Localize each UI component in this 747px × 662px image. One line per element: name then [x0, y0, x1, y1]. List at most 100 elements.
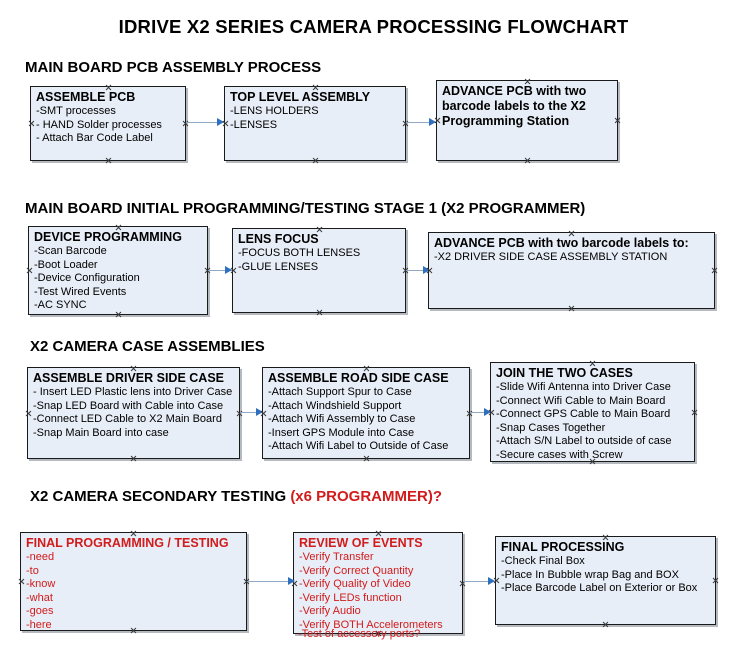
node-line: -FOCUS BOTH LENSES	[238, 247, 361, 259]
node-heading: JOIN THE TWO CASES	[496, 366, 633, 380]
connector-handle-top[interactable]	[568, 230, 575, 237]
section-title-x2-camera-case-assemblies: X2 CAMERA CASE ASSEMBLIES	[30, 338, 265, 355]
node-line: - Insert LED Plastic lens into Driver Ca…	[33, 386, 233, 398]
node-line: -Verify LEDs function	[299, 591, 402, 604]
connector-handle-bottom[interactable]	[115, 311, 122, 318]
node-line: -Place Barcode Label on Exterior or Box	[501, 582, 698, 594]
node-top-level-assembly[interactable]: TOP LEVEL ASSEMBLY -LENS HOLDERS -LENSES	[224, 86, 406, 161]
connector-final-programming-to-review-of-events[interactable]	[247, 581, 295, 582]
connector-handle-top[interactable]	[375, 530, 382, 537]
arrowhead-icon	[429, 118, 436, 126]
node-heading: DEVICE PROGRAMMING	[34, 230, 182, 244]
section-title-main-board-initial-programming-testing-stage-1: MAIN BOARD INITIAL PROGRAMMING/TESTING S…	[25, 200, 585, 217]
node-assemble-road-side-case[interactable]: ASSEMBLE ROAD SIDE CASE -Attach Support …	[262, 367, 470, 459]
connector-driver-side-to-road-side[interactable]	[240, 412, 262, 413]
connector-handle-top[interactable]	[130, 365, 137, 372]
connector-lens-focus-to-advance-pcb[interactable]	[406, 270, 430, 271]
connector-review-of-events-to-final-processing[interactable]	[463, 581, 495, 582]
section-title-text: MAIN BOARD PCB ASSEMBLY PROCESS	[25, 59, 322, 76]
connector-handle-top[interactable]	[130, 530, 137, 537]
node-heading: ADVANCE PCB with two barcode labels to t…	[442, 84, 587, 128]
connector-handle-bottom[interactable]	[105, 157, 112, 164]
connector-handle-right[interactable]	[466, 410, 473, 417]
connector-handle-bottom[interactable]	[602, 621, 609, 628]
connector-device-programming-to-lens-focus[interactable]	[208, 270, 232, 271]
connector-handle-right[interactable]	[236, 410, 243, 417]
node-line: -SMT processes	[36, 105, 116, 117]
node-lens-focus[interactable]: LENS FOCUS -FOCUS BOTH LENSES -GLUE LENS…	[232, 228, 406, 313]
connector-handle-top[interactable]	[589, 360, 596, 367]
connector-handle-left[interactable]	[222, 120, 229, 127]
connector-handle-left[interactable]	[488, 409, 495, 416]
node-line: -know	[26, 578, 56, 590]
node-review-of-events[interactable]: REVIEW OF EVENTS -Verify Transfer -Verif…	[293, 532, 463, 634]
node-heading: ASSEMBLE PCB	[36, 90, 136, 104]
node-line: -LENS HOLDERS	[230, 105, 319, 117]
node-advance-pcb-to-x2-programming-station[interactable]: ADVANCE PCB with two barcode labels to t…	[436, 80, 618, 161]
connector-handle-bottom[interactable]	[130, 627, 137, 634]
connector-handle-top[interactable]	[602, 534, 609, 541]
connector-handle-bottom[interactable]	[524, 157, 531, 164]
node-final-programming-testing[interactable]: FINAL PROGRAMMING / TESTING -need -to -k…	[20, 532, 247, 631]
section-title-text: X2 CAMERA SECONDARY TESTING	[30, 488, 291, 505]
node-assemble-pcb[interactable]: ASSEMBLE PCB -SMT processes - HAND Solde…	[30, 86, 186, 161]
node-heading: ADVANCE PCB with two barcode labels to:	[434, 236, 689, 250]
node-device-programming[interactable]: DEVICE PROGRAMMING -Scan Barcode -Boot L…	[28, 226, 208, 315]
page-title: IDRIVE X2 SERIES CAMERA PROCESSING FLOWC…	[118, 16, 629, 37]
node-line: -Verify Transfer	[299, 551, 374, 563]
node-heading: TOP LEVEL ASSEMBLY	[230, 90, 371, 104]
node-line: -Test Wired Events	[34, 285, 127, 298]
node-line: -here	[26, 618, 52, 631]
connector-handle-left[interactable]	[230, 267, 237, 274]
connector-handle-right[interactable]	[711, 267, 718, 274]
connector-handle-bottom[interactable]	[316, 309, 323, 316]
connector-handle-left[interactable]	[26, 267, 33, 274]
connector-handle-right[interactable]	[712, 577, 719, 584]
section-title-x2-camera-secondary-testing: X2 CAMERA SECONDARY TESTING (x6 PROGRAMM…	[30, 488, 442, 505]
connector-handle-top[interactable]	[312, 84, 319, 91]
arrowhead-icon	[217, 118, 224, 126]
node-line: - Attach Bar Code Label	[36, 132, 153, 144]
node-line: -Scan Barcode	[34, 245, 107, 257]
node-heading: ASSEMBLE ROAD SIDE CASE	[268, 371, 449, 385]
node-advance-pcb-to-driver-side-case-assembly[interactable]: ADVANCE PCB with two barcode labels to: …	[428, 232, 715, 309]
node-line: -what	[26, 591, 53, 604]
node-assemble-driver-side-case[interactable]: ASSEMBLE DRIVER SIDE CASE - Insert LED P…	[27, 367, 240, 459]
node-final-processing[interactable]: FINAL PROCESSING -Check Final Box -Place…	[495, 536, 716, 625]
connector-handle-bottom[interactable]	[312, 157, 319, 164]
node-line: -Attach Support Spur to Case	[268, 386, 412, 398]
connector-handle-left[interactable]	[434, 117, 441, 124]
node-join-the-two-cases[interactable]: JOIN THE TWO CASES -Slide Wifi Antenna i…	[490, 362, 695, 462]
node-line: -GLUE LENSES	[238, 260, 319, 273]
connector-handle-right[interactable]	[614, 117, 621, 124]
node-line: -Device Configuration	[34, 272, 140, 284]
connector-handle-bottom[interactable]	[130, 455, 137, 462]
node-line: -Verify Quality of Video	[299, 578, 411, 590]
node-heading: FINAL PROGRAMMING / TESTING	[26, 536, 229, 550]
connector-road-side-to-join-cases[interactable]	[470, 412, 490, 413]
connector-handle-bottom[interactable]	[589, 458, 596, 465]
connector-handle-left[interactable]	[426, 267, 433, 274]
node-line: -Attach Wifi Label to Outside of Case	[268, 440, 449, 452]
connector-handle-left[interactable]	[260, 410, 267, 417]
section-title-text: X2 CAMERA CASE ASSEMBLIES	[30, 338, 265, 355]
connector-handle-left[interactable]	[18, 578, 25, 585]
connector-assemble-pcb-to-top-level-assembly[interactable]	[186, 122, 224, 123]
connector-handle-top[interactable]	[363, 365, 370, 372]
connector-handle-left[interactable]	[28, 120, 35, 127]
node-line: -Attach Wifi Assembly to Case	[268, 413, 416, 425]
connector-handle-top[interactable]	[105, 84, 112, 91]
connector-handle-bottom[interactable]	[568, 305, 575, 312]
connector-handle-top[interactable]	[316, 226, 323, 233]
connector-handle-top[interactable]	[115, 224, 122, 231]
connector-handle-bottom[interactable]	[363, 455, 370, 462]
connector-handle-left[interactable]	[25, 410, 32, 417]
connector-top-level-assembly-to-advance-pcb[interactable]	[406, 122, 436, 123]
node-line: -Slide Wifi Antenna into Driver Case	[496, 381, 671, 393]
arrowhead-icon	[225, 266, 232, 274]
connector-handle-left[interactable]	[493, 577, 500, 584]
connector-handle-top[interactable]	[524, 78, 531, 85]
section-title-main-board-pcb-assembly-process: MAIN BOARD PCB ASSEMBLY PROCESS	[25, 59, 321, 76]
connector-handle-right[interactable]	[691, 409, 698, 416]
node-line: -Attach Windshield Support	[268, 399, 402, 412]
